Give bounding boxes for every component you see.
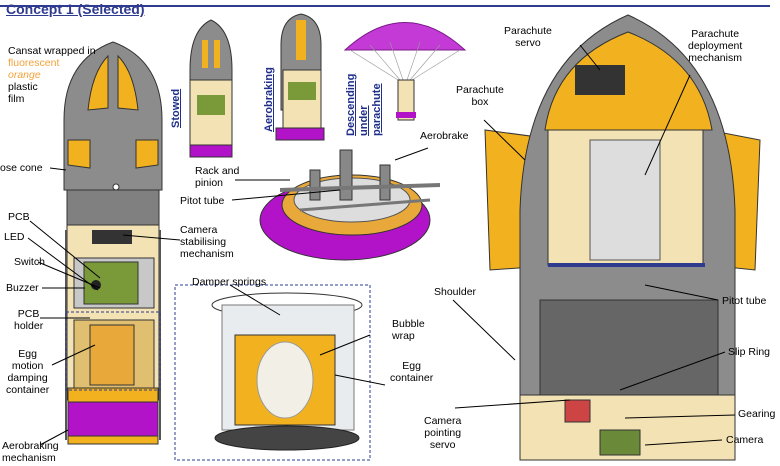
label-parachute-servo-line2: servo: [515, 37, 541, 49]
label-switch: Switch: [14, 256, 45, 268]
label-descending-line1: Descending: [345, 73, 357, 136]
label-camera-stabilising: Camera stabilising mechanism: [180, 224, 234, 260]
label-parachute-box-line2: box: [471, 96, 489, 108]
egg-assembly: [174, 284, 371, 461]
label-pcb-holder: PCB holder: [14, 308, 43, 332]
label-damper-springs: Damper springs: [192, 276, 267, 288]
label-parachute-servo: Parachute servo: [504, 25, 552, 49]
label-buzzer: Buzzer: [6, 282, 39, 294]
label-cansat-fluorescent: fluorescent: [8, 57, 60, 69]
label-descending-line2: under: [358, 105, 370, 136]
label-rack-line1: Rack and: [195, 165, 240, 177]
label-egg-container: Egg container: [390, 360, 433, 384]
label-parachute-deployment: Parachute deployment mechanism: [688, 28, 742, 64]
stowed-rocket: [189, 19, 233, 158]
label-egg-line2: motion: [11, 360, 44, 372]
label-shoulder: Shoulder: [434, 286, 477, 298]
label-camera-stab-line3: mechanism: [180, 248, 234, 260]
label-gearing: Gearing: [738, 408, 776, 420]
leader-lines: [27, 44, 736, 446]
label-egg-line4: container: [6, 384, 50, 396]
label-aerobraking-line2: mechanism: [2, 452, 56, 464]
label-camera-stab-line1: Camera: [180, 224, 218, 236]
left-cansat: [63, 41, 163, 445]
label-egg-line1: Egg: [18, 348, 37, 360]
label-pcb-holder-line1: PCB: [17, 308, 40, 320]
label-pcb-holder-line2: holder: [14, 320, 44, 332]
label-parachute-box: Parachute box: [456, 84, 504, 108]
label-aerobraking-mechanism: Aerobraking mechanism: [2, 440, 59, 464]
right-cansat: [484, 14, 761, 461]
label-cansat-line1: Cansat wrapped in: [8, 45, 96, 57]
label-cansat-line4: plastic: [8, 81, 38, 93]
header-rule: [0, 5, 770, 7]
label-egg-container-line2: container: [390, 372, 434, 384]
label-egg-container-line1: Egg: [402, 360, 421, 372]
label-egg-damping: Egg motion damping container: [6, 348, 49, 396]
label-cam-servo-line3: servo: [429, 439, 456, 451]
label-cansat-orange: orange: [8, 69, 41, 81]
label-parachute-servo-line1: Parachute: [504, 25, 552, 37]
label-camera: Camera: [726, 434, 764, 446]
label-descending: Descending under parachute: [345, 74, 384, 136]
label-aerobrake: Aerobrake: [420, 130, 469, 142]
label-camera-pointing-servo: Camera pointing servo: [424, 415, 461, 451]
label-cansat-line5: film: [8, 93, 25, 105]
label-stowed: Stowed: [170, 88, 182, 128]
label-egg-line3: damping: [7, 372, 48, 384]
aerobraking-rocket: [275, 13, 325, 141]
aerobrake-assembly: [259, 149, 441, 261]
label-descending-line3: parachute: [371, 83, 383, 136]
label-cam-servo-line1: Camera: [424, 415, 462, 427]
label-parachute-deploy-line1: Parachute: [691, 28, 740, 40]
label-pcb: PCB: [8, 211, 30, 223]
label-nose-cone: ose cone: [0, 162, 43, 174]
label-parachute-box-line1: Parachute: [456, 84, 504, 96]
label-pitot-tube-right: Pitot tube: [722, 295, 767, 307]
label-bubble-line1: Bubble: [392, 318, 425, 330]
label-bubble-line2: wrap: [392, 330, 415, 342]
label-rack-line2: pinion: [195, 177, 224, 189]
label-rack-pinion: Rack and pinion: [195, 165, 239, 189]
label-pitot-tube-left: Pitot tube: [180, 195, 225, 207]
label-aerobraking-state: Aerobraking: [263, 67, 275, 132]
label-aerobraking-line1: Aerobraking: [2, 440, 59, 452]
label-bubble-wrap: Bubble wrap: [392, 318, 425, 342]
label-led: LED: [4, 231, 25, 243]
label-parachute-deploy-line2: deployment: [688, 40, 743, 52]
label-camera-stab-line2: stabilising: [180, 236, 227, 248]
label-cansat: Cansat wrapped in fluorescent orange pla…: [8, 45, 96, 105]
descending-parachute: [343, 22, 467, 121]
label-cam-servo-line2: pointing: [424, 427, 462, 439]
label-slip-ring: Slip Ring: [728, 346, 771, 358]
label-parachute-deploy-line3: mechanism: [688, 52, 742, 64]
